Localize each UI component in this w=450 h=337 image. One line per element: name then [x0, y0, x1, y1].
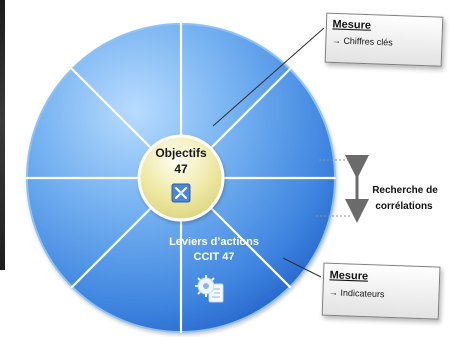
- objectives-label: Objectifs: [155, 146, 207, 160]
- gear-document-icon: [195, 275, 224, 303]
- process-icon: [171, 183, 191, 203]
- objectives-center-circle: [137, 134, 225, 222]
- correlation-label-line2: corrélations: [375, 201, 433, 212]
- measure-bottom-title: Mesure: [329, 269, 368, 282]
- top-callout-connector: [212, 27, 325, 127]
- levers-title: Leviers d’actions: [169, 236, 259, 248]
- measure-top-title: Mesure: [332, 18, 371, 31]
- correlation-label-line1: Recherche de: [372, 185, 438, 196]
- bottom-callout-connector: [282, 257, 322, 278]
- left-edge-strip: [0, 0, 5, 270]
- measure-top-item: → Chiffres clés: [332, 35, 394, 47]
- measure-bottom-item: → Indicateurs: [329, 287, 385, 299]
- objectives-number: 47: [174, 162, 188, 176]
- levers-subtitle: CCIT 47: [194, 251, 235, 263]
- measure-note-bottom: Mesure → Indicateurs: [321, 262, 441, 320]
- measure-note-top: Mesure → Chiffres clés: [324, 12, 444, 67]
- segment-dividers: [25, 22, 337, 334]
